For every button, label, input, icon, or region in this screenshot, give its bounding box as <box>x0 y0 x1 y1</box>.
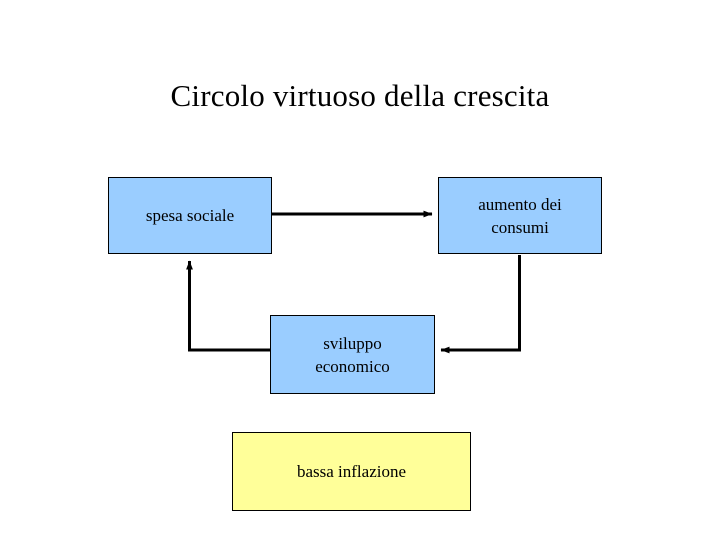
diagram-node-label: sviluppo economico <box>315 333 390 376</box>
diagram-node-aumento-consumi[interactable]: aumento dei consumi <box>438 177 602 254</box>
diagram-node-spesa-sociale[interactable]: spesa sociale <box>108 177 272 254</box>
diagram-node-bassa-inflazione[interactable]: bassa inflazione <box>232 432 471 511</box>
diagram-node-label: aumento dei consumi <box>478 194 562 237</box>
connector-sviluppo-to-spesa <box>186 260 270 352</box>
diagram-node-label: spesa sociale <box>145 206 235 225</box>
diagram-node-label: bassa inflazione <box>296 462 407 481</box>
connector-consumi-to-sviluppo <box>440 255 521 354</box>
page-title: Circolo virtuoso della crescita <box>170 78 550 113</box>
diagram-node-sviluppo-economico[interactable]: sviluppo economico <box>270 315 435 394</box>
